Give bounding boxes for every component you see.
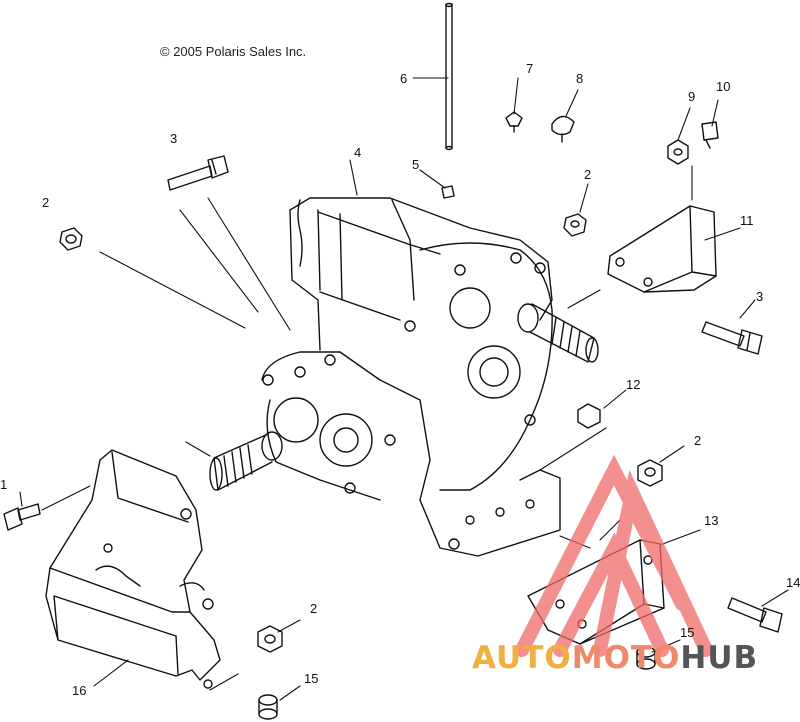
watermark-triangle-logo (515, 454, 713, 657)
callout-10: 10 (716, 79, 731, 94)
callout-15: 15 (680, 625, 695, 640)
part-10-bolt (701, 121, 719, 149)
callout-1: 1 (0, 477, 8, 492)
part-12-nut (577, 403, 601, 429)
callout-2: 2 (694, 433, 702, 448)
callout-6: 6 (400, 71, 408, 86)
part-4-transmission (209, 197, 599, 557)
callout-9: 9 (688, 89, 696, 104)
callout-8: 8 (576, 71, 584, 86)
watermark-brand-text: AUTOMOTOHUB (472, 640, 758, 676)
callout-4: 4 (354, 145, 362, 160)
part-7-clip (505, 111, 523, 133)
part-6-rod (445, 2, 453, 151)
watermark-moto: MOTO (571, 640, 681, 676)
part-2-nut-right (637, 459, 663, 487)
callout-11: 11 (740, 213, 754, 228)
part-1-bolt (3, 503, 41, 531)
leader-lines (19, 77, 789, 701)
copyright-notice: © 2005 Polaris Sales Inc. (160, 44, 307, 59)
part-16-bracket (45, 449, 221, 689)
callout-14: 14 (786, 575, 800, 590)
callout-2: 2 (42, 195, 50, 210)
callout-2: 2 (584, 167, 592, 182)
part-2-nut-bottom (257, 625, 283, 653)
part-3-bolt-upper-left (167, 155, 229, 191)
output-shaft-right (517, 303, 599, 363)
callout-16: 16 (72, 683, 87, 698)
part-5-plug (441, 185, 455, 199)
part-2-nut-left (59, 227, 83, 251)
callout-3: 3 (756, 289, 764, 304)
part-11-bracket (607, 205, 717, 293)
callout-7: 7 (526, 61, 534, 76)
watermark-auto: AUTO (472, 640, 572, 676)
part-15-washer-right (636, 646, 656, 670)
part-8-clip (551, 115, 575, 143)
callout-13: 13 (704, 513, 719, 528)
callout-5: 5 (412, 157, 420, 172)
callout-15: 15 (304, 671, 319, 686)
callout-2: 2 (310, 601, 318, 616)
part-9-nut (667, 139, 689, 165)
callout-3: 3 (170, 131, 178, 146)
output-shaft-left (209, 431, 283, 491)
part-14-bolt (727, 597, 783, 633)
callout-12: 12 (626, 377, 641, 392)
part-15-washer-bottom (258, 694, 278, 720)
part-2-nut-upper-right (563, 213, 587, 237)
watermark-hub: HUB (680, 640, 759, 676)
part-3-bolt-right (701, 321, 763, 355)
